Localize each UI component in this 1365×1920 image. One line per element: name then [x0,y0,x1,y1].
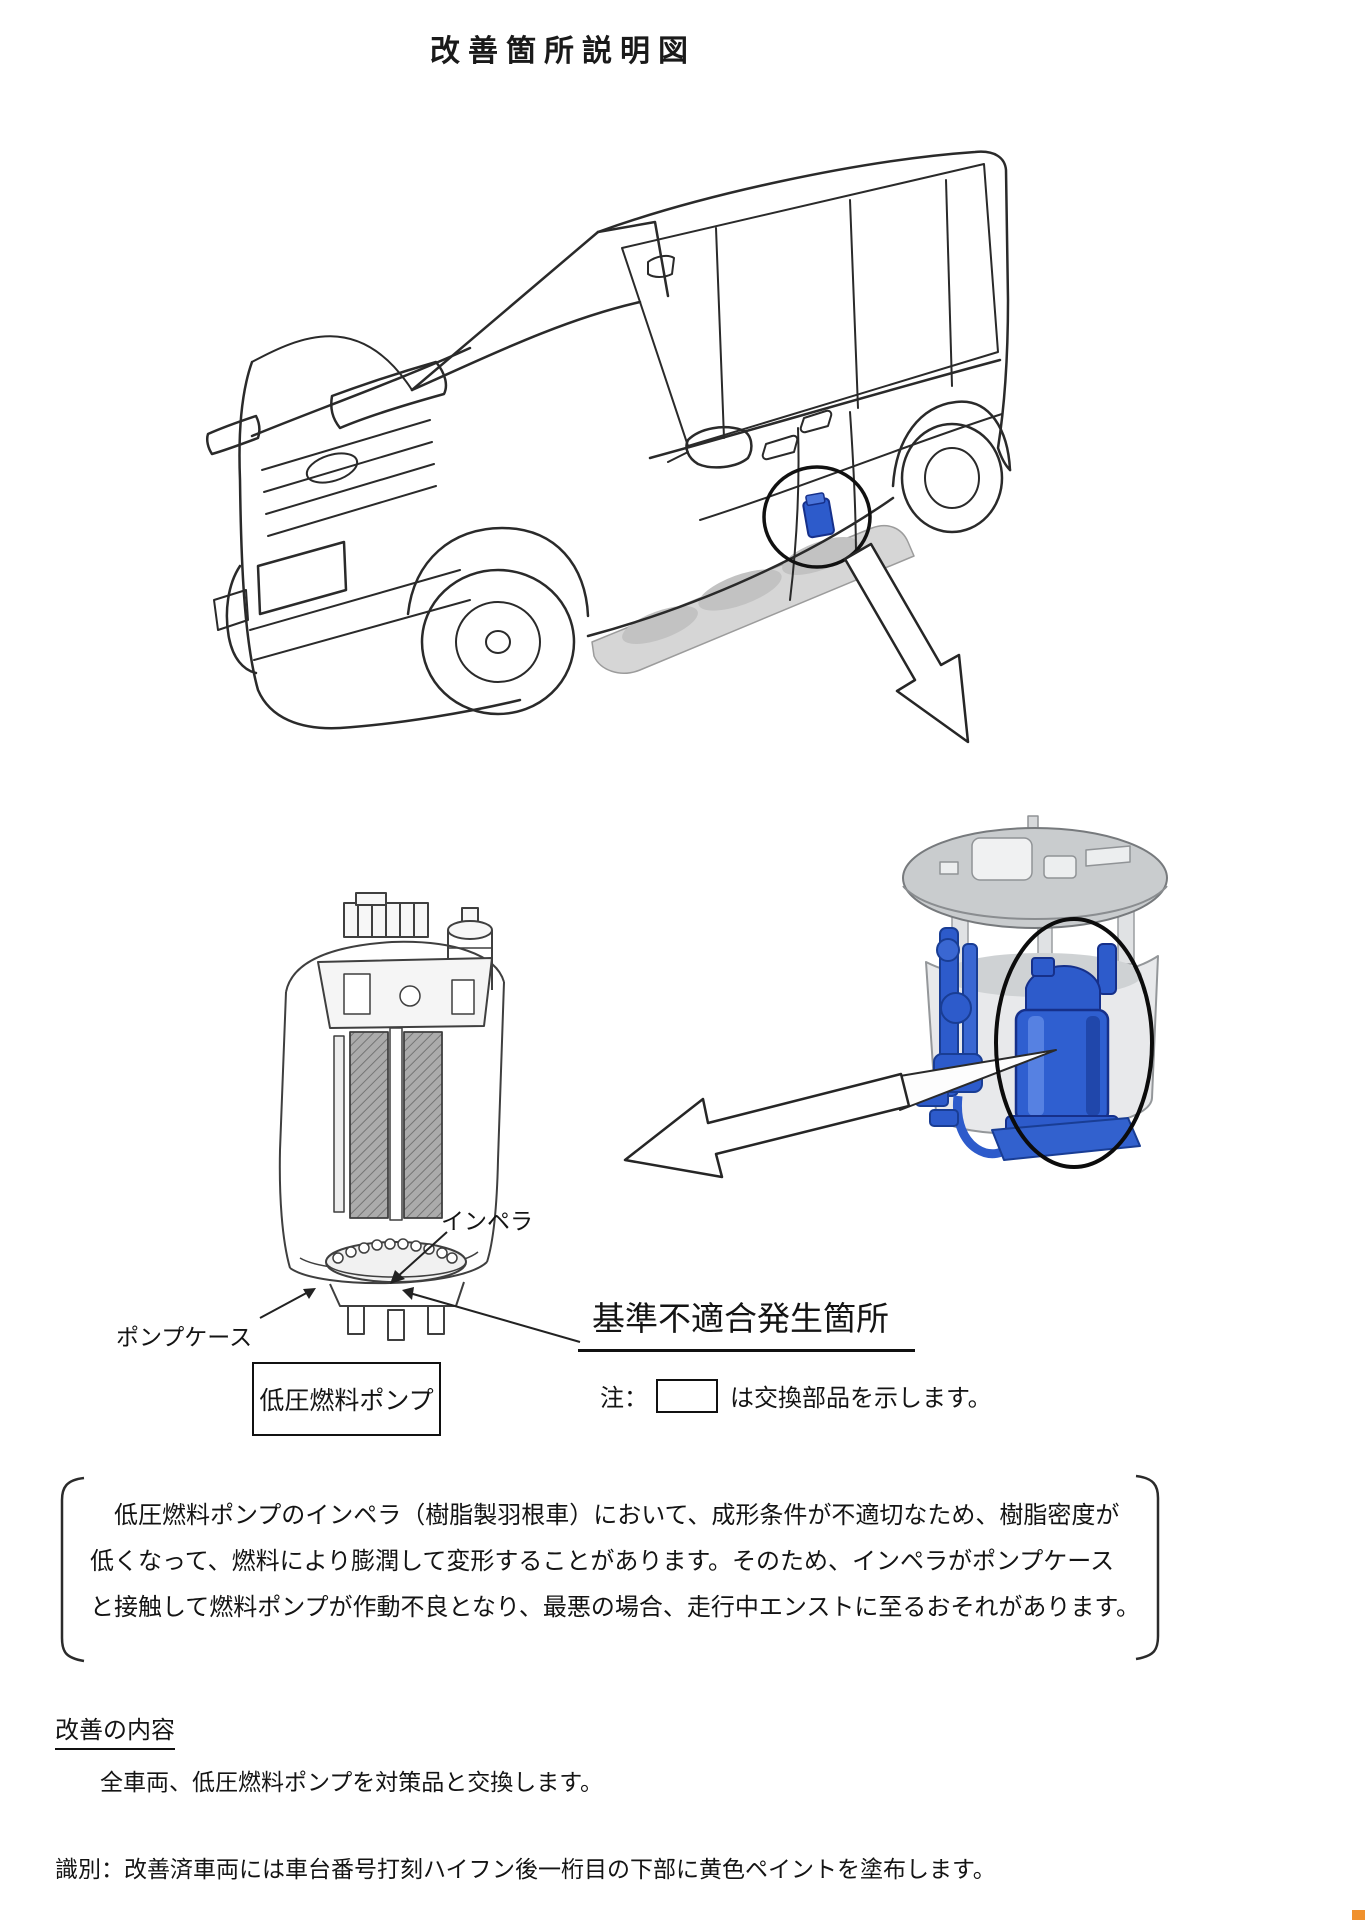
identification-note: 識別：改善済車両には車台番号打刻ハイフン後一桁目の下部に黄色ペイントを塗布します… [55,1857,996,1883]
description-line: 低圧燃料ポンプのインペラ（樹脂製羽根車）において、成形条件が不適切なため、樹脂密… [114,1501,1120,1529]
fuel-pump-module-illustration [902,815,1168,1161]
description-line: 低くなって、燃料により膨潤して変形することがあります。そのため、インペラがポンプ… [90,1547,1115,1575]
note-prefix: 注： [600,1384,648,1412]
remedy-body: 全車両、低圧燃料ポンプを対策品と交換します。 [100,1770,604,1796]
pump-case-label: ポンプケース [116,1325,253,1351]
impeller-label: インペラ [441,1209,533,1235]
arrow-van-to-module [843,542,970,744]
replacement-part-label: 低圧燃料ポンプ [259,1386,434,1415]
note-suffix: は交換部品を示します。 [730,1384,992,1412]
description-brackets [60,1474,1160,1663]
page-corner-mark [1352,1910,1365,1920]
pump-cross-section-illustration [278,892,505,1341]
replacement-part-swatch [656,1378,718,1413]
remedy-heading: 改善の内容 [55,1710,175,1750]
arrow-module-to-section [623,1072,911,1179]
description-line: と接触して燃料ポンプが作動不良となり、最悪の場合、走行中エンストに至るおそれがあ… [90,1593,1140,1621]
vehicle-illustration [205,150,1012,730]
pump-highlight-ellipse [994,917,1154,1169]
replacement-part-box: 低圧燃料ポンプ [252,1362,441,1436]
location-highlight-circle [762,465,872,569]
defect-location-label: 基準不適合発生箇所 [578,1292,915,1352]
defect-description: 低圧燃料ポンプのインペラ（樹脂製羽根車）において、成形条件が不適切なため、樹脂密… [90,1492,1146,1630]
page-title: 改善箇所説明図 [430,34,696,69]
replacement-note: 注： は交換部品を示します。 [600,1378,992,1413]
pump-location-marker [802,492,835,539]
label-leader-lines [259,1231,581,1343]
